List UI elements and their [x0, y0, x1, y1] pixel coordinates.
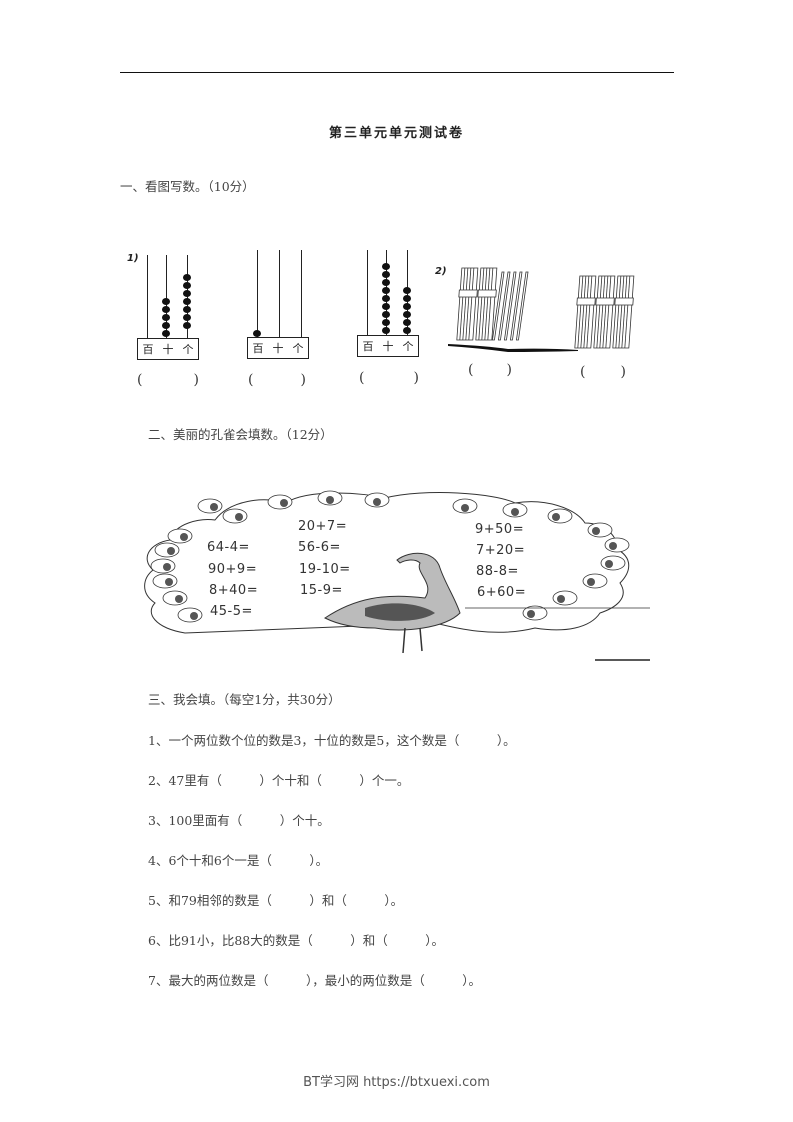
equation[interactable]: 6+60=: [477, 585, 527, 600]
sticks-illustration: [448, 267, 635, 352]
question-1[interactable]: 1、一个两位数个位的数是3，十位的数是5，这个数是（ ）。: [148, 733, 516, 748]
abacus-1: 百十个: [137, 255, 217, 375]
equation[interactable]: 90+9=: [208, 562, 258, 577]
equation[interactable]: 64-4=: [207, 540, 250, 555]
equation[interactable]: 7+20=: [476, 543, 526, 558]
section2-heading: 二、美丽的孔雀会填数。（12分）: [148, 427, 333, 442]
question-4[interactable]: 4、6个十和6个一是（ ）。: [148, 853, 329, 868]
question-5[interactable]: 5、和79相邻的数是（ ）和（ ）。: [148, 893, 404, 908]
equation[interactable]: 88-8=: [476, 564, 519, 579]
question-6[interactable]: 6、比91小，比88大的数是（ ）和（ ）。: [148, 933, 445, 948]
question-3[interactable]: 3、100里面有（ ）个十。: [148, 813, 330, 828]
abacus-2: 百十个: [247, 250, 327, 370]
section3-heading: 三、我会填。（每空1分，共30分）: [148, 692, 341, 707]
equation[interactable]: 45-5=: [210, 604, 253, 619]
peacock-illustration: [144, 490, 650, 661]
equation[interactable]: 8+40=: [209, 583, 259, 598]
header-rule: [120, 72, 674, 73]
equation[interactable]: 9+50=: [475, 522, 525, 537]
equation[interactable]: 20+7=: [298, 519, 348, 534]
page-title: 第三单元单元测试卷: [328, 126, 464, 141]
abacus-place-labels: 百十个: [137, 338, 199, 360]
equation[interactable]: 19-10=: [299, 562, 351, 577]
footer-watermark: BT学习网 https://btxuexi.com: [303, 1075, 490, 1090]
question-7[interactable]: 7、最大的两位数是（ ），最小的两位数是（ ）。: [148, 973, 481, 988]
equation[interactable]: 15-9=: [300, 583, 343, 598]
question-2[interactable]: 2、47里有（ ）个十和（ ）个一。: [148, 773, 410, 788]
part1-label: 1): [127, 253, 139, 264]
abacus-3: 百十个: [357, 250, 437, 370]
part2-label: 2): [435, 266, 447, 277]
section1-heading: 一、看图写数。（10分）: [120, 179, 255, 194]
equation[interactable]: 56-6=: [298, 540, 341, 555]
